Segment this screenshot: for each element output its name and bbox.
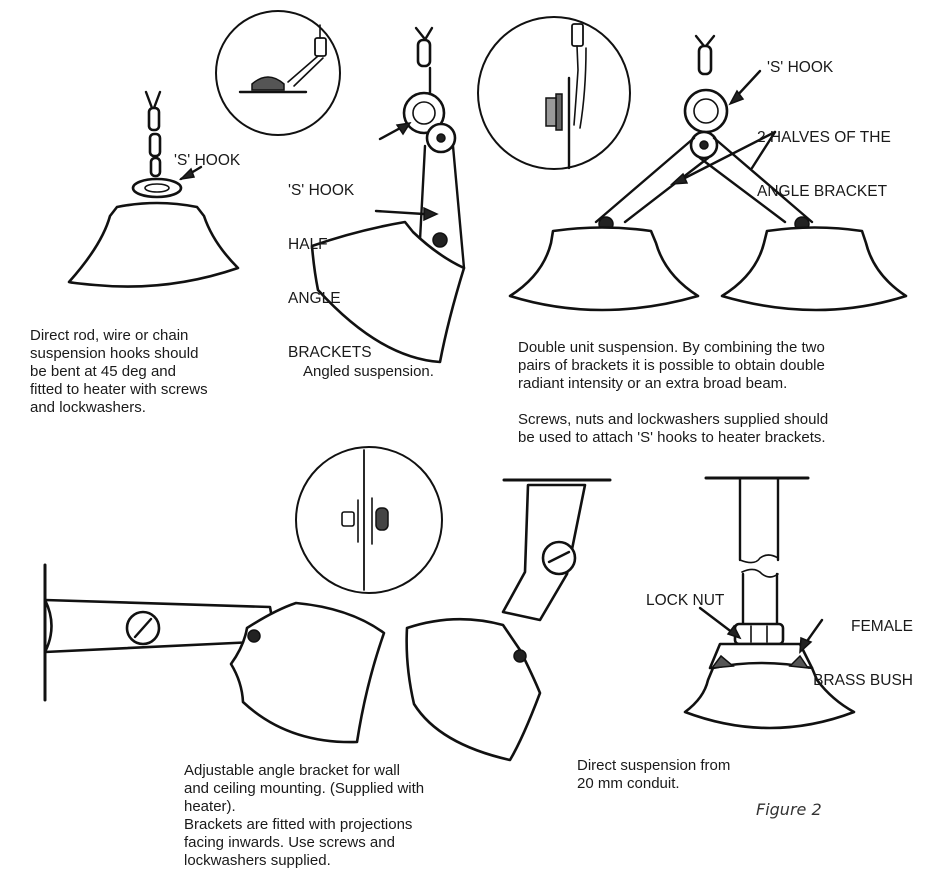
halves-line-1: 2 HALVES OF THE (757, 129, 891, 146)
s-hook-half-angle-label: 'S' HOOK HALF ANGLE BRACKETS (288, 146, 372, 380)
halves-angle-bracket-label: 2 HALVES OF THE ANGLE BRACKET (757, 93, 891, 219)
double-unit-suspension-drawing (477, 16, 908, 312)
caption-double-unit: Double unit suspension. By combining the… (518, 339, 825, 393)
caption-conduit-line: 20 mm conduit. (577, 775, 680, 792)
caption-direct-rod-line: suspension hooks should (30, 345, 199, 362)
caption-angled-line: Angled suspension. (303, 363, 434, 380)
angled-suspension-drawing (215, 10, 466, 364)
direct-chain-suspension-drawing (67, 90, 240, 288)
caption-adjustable-line: Adjustable angle bracket for wall (184, 762, 400, 779)
caption-direct-rod-line: fitted to heater with screws (30, 381, 208, 398)
caption-double-unit-line: Double unit suspension. By combining the… (518, 339, 825, 356)
adjustable-angle-bracket-drawing (43, 446, 612, 762)
caption-adjustable: Adjustable angle bracket for wall and ce… (184, 762, 424, 870)
caption-conduit-line: Direct suspension from (577, 757, 731, 774)
caption-direct-rod-line: Direct rod, wire or chain (30, 327, 189, 344)
caption-double-unit-line: radiant intensity or an extra broad beam… (518, 375, 788, 392)
caption-double-unit-line: pairs of brackets it is possible to obta… (518, 357, 825, 374)
s-hook-half-line-3: ANGLE (288, 290, 341, 307)
s-hook-half-line-1: 'S' HOOK (288, 182, 355, 199)
caption-conduit: Direct suspension from 20 mm conduit. (577, 757, 730, 793)
female-line-1: FEMALE (850, 618, 913, 635)
s-hook-half-line-2: HALF (288, 236, 328, 253)
caption-screws: Screws, nuts and lockwashers supplied sh… (518, 411, 828, 447)
conduit-suspension-drawing (683, 476, 856, 730)
s-hook-half-line-4: BRACKETS (288, 344, 372, 361)
lock-nut-label: LOCK NUT (646, 592, 725, 609)
caption-screws-line: be used to attach 'S' hooks to heater br… (518, 429, 826, 446)
caption-adjustable-line: Brackets are fitted with projections (184, 816, 413, 833)
caption-direct-rod-line: and lockwashers. (30, 399, 146, 416)
caption-screws-line: Screws, nuts and lockwashers supplied sh… (518, 411, 829, 428)
caption-adjustable-line: and ceiling mounting. (Supplied with (184, 780, 425, 797)
figure-label: Figure 2 (756, 800, 822, 819)
halves-line-2: ANGLE BRACKET (757, 183, 888, 200)
caption-direct-rod-line: be bent at 45 deg and (30, 363, 176, 380)
s-hook-label: 'S' HOOK (174, 152, 241, 169)
s-hook-label-double: 'S' HOOK (767, 59, 834, 76)
female-brass-bush-label: FEMALE BRASS BUSH (795, 582, 913, 708)
caption-direct-rod: Direct rod, wire or chain suspension hoo… (30, 327, 208, 417)
caption-adjustable-line: lockwashers supplied. (184, 852, 331, 869)
caption-adjustable-line: heater). (184, 798, 236, 815)
female-line-2: BRASS BUSH (813, 672, 913, 689)
caption-adjustable-line: facing inwards. Use screws and (184, 834, 395, 851)
caption-angled: Angled suspension. (303, 363, 434, 381)
